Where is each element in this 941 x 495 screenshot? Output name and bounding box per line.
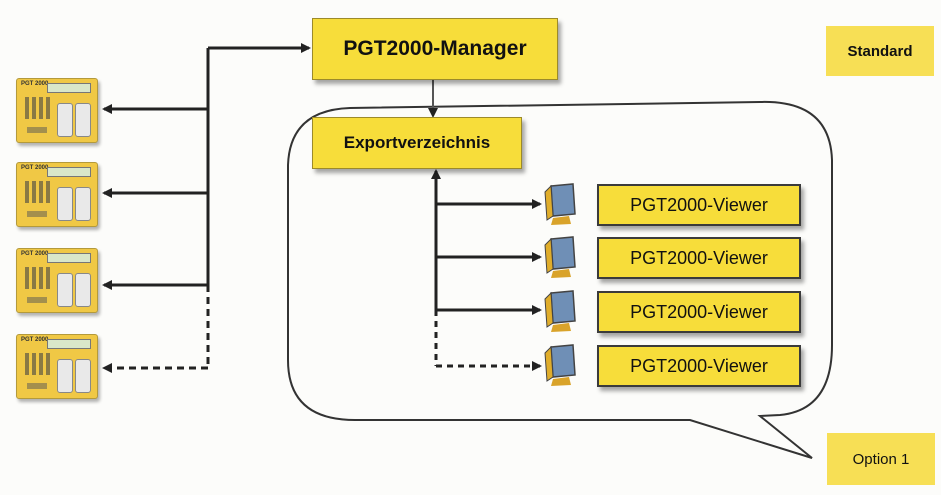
export-label: Exportverzeichnis — [343, 133, 491, 152]
viewer-box: PGT2000-Viewer — [597, 237, 801, 279]
device-bottle — [57, 187, 73, 221]
device-bottle — [75, 187, 91, 221]
legend-option: Option 1 — [827, 433, 935, 485]
device-screen — [47, 253, 91, 263]
device-bottle — [57, 273, 73, 307]
viewer-box: PGT2000-Viewer — [597, 184, 801, 226]
viewer-label: PGT2000-Viewer — [630, 194, 768, 215]
device-foot — [27, 383, 47, 389]
manager-label: PGT2000-Manager — [343, 37, 527, 60]
manager-box: PGT2000-Manager — [312, 18, 558, 80]
device-screen — [47, 83, 91, 93]
viewer-box: PGT2000-Viewer — [597, 345, 801, 387]
device-foot — [27, 211, 47, 217]
device-label: PGT 2000 — [21, 251, 49, 257]
device-bottle — [75, 103, 91, 137]
device-icon: PGT 2000 — [16, 248, 98, 313]
device-icon: PGT 2000 — [16, 334, 98, 399]
monitor-icon — [544, 290, 576, 332]
device-foot — [27, 297, 47, 303]
viewer-box: PGT2000-Viewer — [597, 291, 801, 333]
device-label: PGT 2000 — [21, 81, 49, 87]
device-keypad — [25, 181, 51, 203]
legend-standard-label: Standard — [847, 42, 913, 60]
monitor-icon — [544, 344, 576, 386]
device-icon: PGT 2000 — [16, 78, 98, 143]
device-label: PGT 2000 — [21, 337, 49, 343]
option-region-outline — [287, 100, 833, 459]
device-icon: PGT 2000 — [16, 162, 98, 227]
device-bottle — [57, 103, 73, 137]
legend-standard: Standard — [826, 26, 934, 76]
viewer-label: PGT2000-Viewer — [630, 247, 768, 268]
device-keypad — [25, 267, 51, 289]
device-bottle — [75, 359, 91, 393]
device-screen — [47, 167, 91, 177]
device-foot — [27, 127, 47, 133]
export-box: Exportverzeichnis — [312, 117, 522, 169]
device-screen — [47, 339, 91, 349]
device-keypad — [25, 353, 51, 375]
device-bottle — [57, 359, 73, 393]
viewer-label: PGT2000-Viewer — [630, 355, 768, 376]
device-bottle — [75, 273, 91, 307]
legend-option-label: Option 1 — [852, 450, 910, 468]
device-label: PGT 2000 — [21, 165, 49, 171]
viewer-label: PGT2000-Viewer — [630, 301, 768, 322]
device-keypad — [25, 97, 51, 119]
monitor-icon — [544, 236, 576, 278]
monitor-icon — [544, 183, 576, 225]
